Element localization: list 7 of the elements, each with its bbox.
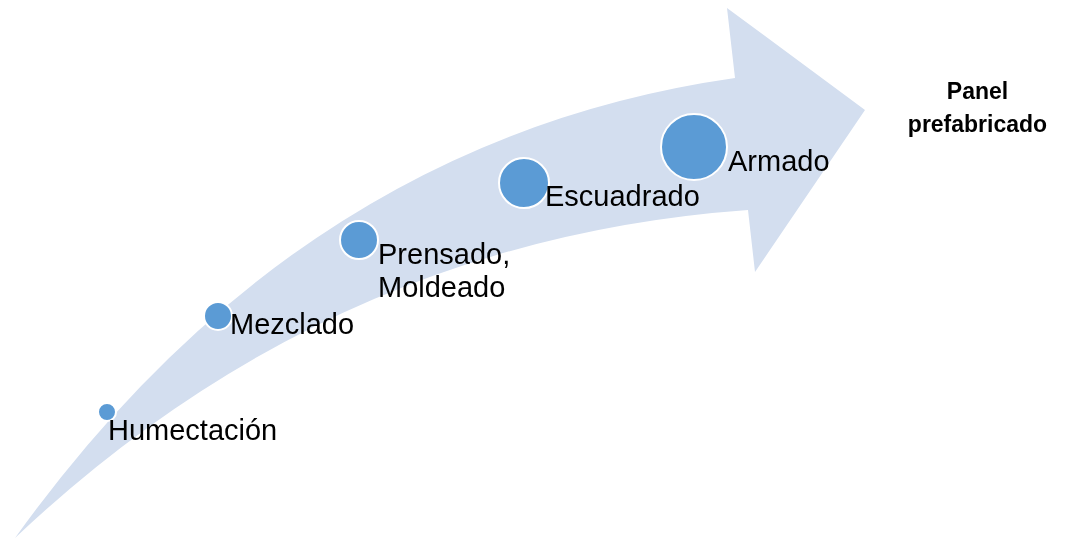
step-label: Prensado, Moldeado [378,238,512,305]
step-circle [203,301,233,331]
result-label: Panel prefabricado [906,77,1049,140]
step-label: Mezclado [230,308,356,342]
step-label: Humectación [108,414,279,448]
step-label: Escuadrado [545,180,701,214]
step-label: Armado [728,145,831,179]
